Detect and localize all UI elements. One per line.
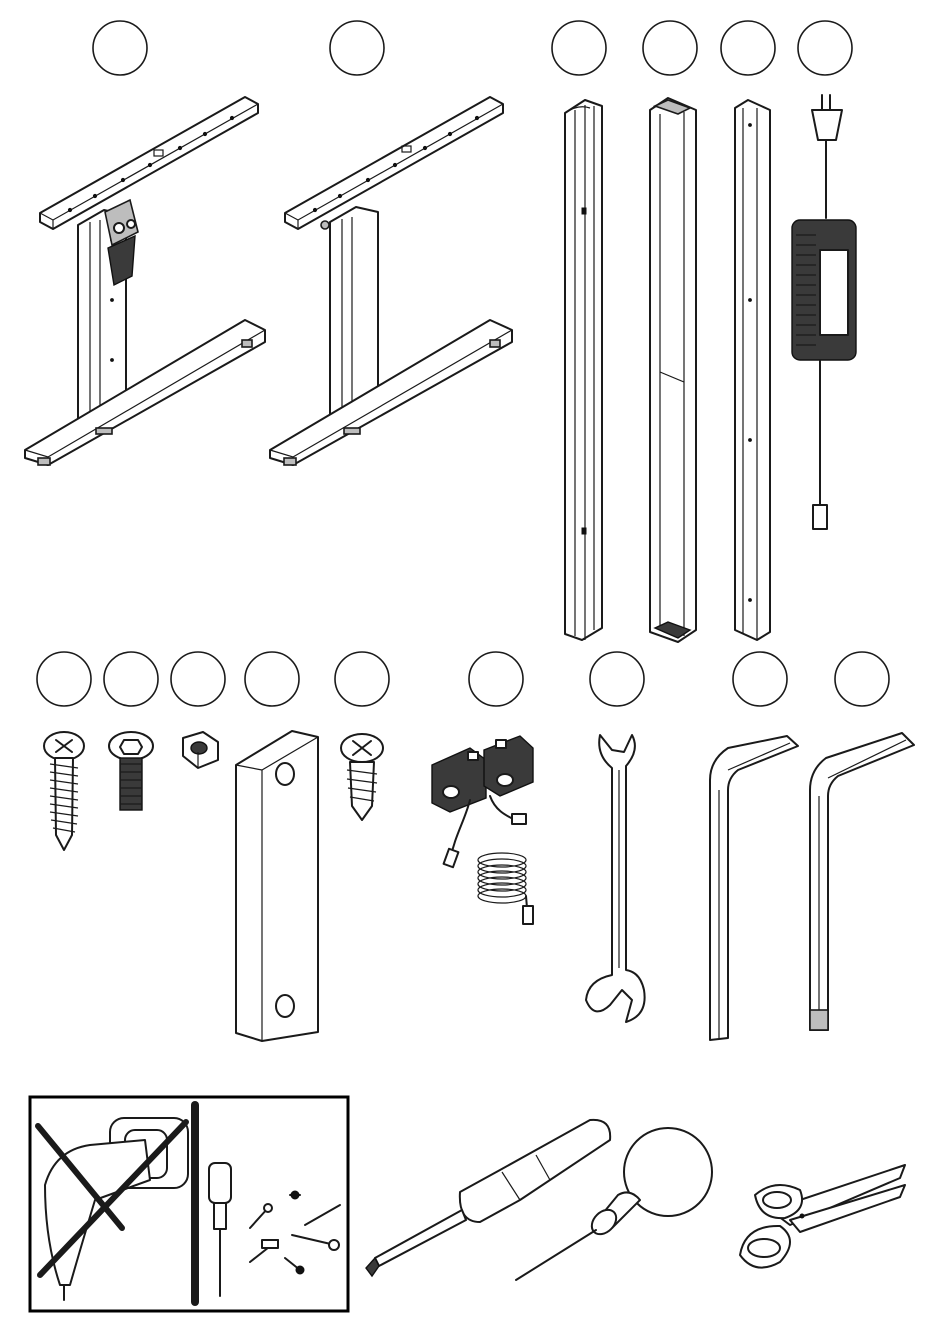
hex-bolt-drawing bbox=[109, 732, 153, 810]
hex-nut-drawing bbox=[183, 732, 218, 768]
scissors-icon bbox=[740, 1165, 905, 1268]
callout-row-1 bbox=[93, 21, 852, 75]
callout-circle-allen-large bbox=[835, 652, 889, 706]
callout-circle-allen-small bbox=[733, 652, 787, 706]
leg-frame-with-motor-drawing bbox=[25, 97, 265, 465]
callout-circle-switch bbox=[469, 652, 523, 706]
screwdriver-icon bbox=[366, 1120, 610, 1276]
callout-circle-hex-bolt bbox=[104, 652, 158, 706]
callout-circle-hex-nut bbox=[171, 652, 225, 706]
callout-circle-channel-c bbox=[721, 21, 775, 75]
callout-row-2 bbox=[37, 652, 889, 706]
short-screw-drawing bbox=[341, 734, 383, 820]
warning-box bbox=[30, 1097, 348, 1311]
hand-screwdriver-icon bbox=[209, 1163, 231, 1296]
callout-circle-leg-motor bbox=[93, 21, 147, 75]
fasteners-icon bbox=[250, 1191, 340, 1274]
allen-key-large-drawing bbox=[810, 733, 914, 1030]
callout-circle-spacer bbox=[245, 652, 299, 706]
callout-circle-short-screw bbox=[335, 652, 389, 706]
cable-channel-c-drawing bbox=[735, 100, 770, 640]
callout-circle-wrench bbox=[590, 652, 644, 706]
spacer-plate-drawing bbox=[236, 731, 318, 1041]
wood-screw-drawing bbox=[44, 732, 84, 850]
wrench-drawing bbox=[586, 735, 645, 1022]
callout-circle-channel-a bbox=[552, 21, 606, 75]
control-switch-drawing bbox=[432, 736, 533, 924]
callout-circle-channel-b bbox=[643, 21, 697, 75]
power-supply-drawing bbox=[792, 95, 856, 529]
cable-channel-b-drawing bbox=[650, 98, 696, 642]
callout-circle-power-supply bbox=[798, 21, 852, 75]
callout-circle-leg bbox=[330, 21, 384, 75]
crossed-drill-icon bbox=[38, 1118, 188, 1300]
callout-circle-wood-screw bbox=[37, 652, 91, 706]
allen-key-small-drawing bbox=[710, 736, 798, 1040]
cable-channel-a-drawing bbox=[565, 100, 602, 640]
leg-frame-drawing bbox=[270, 97, 512, 465]
